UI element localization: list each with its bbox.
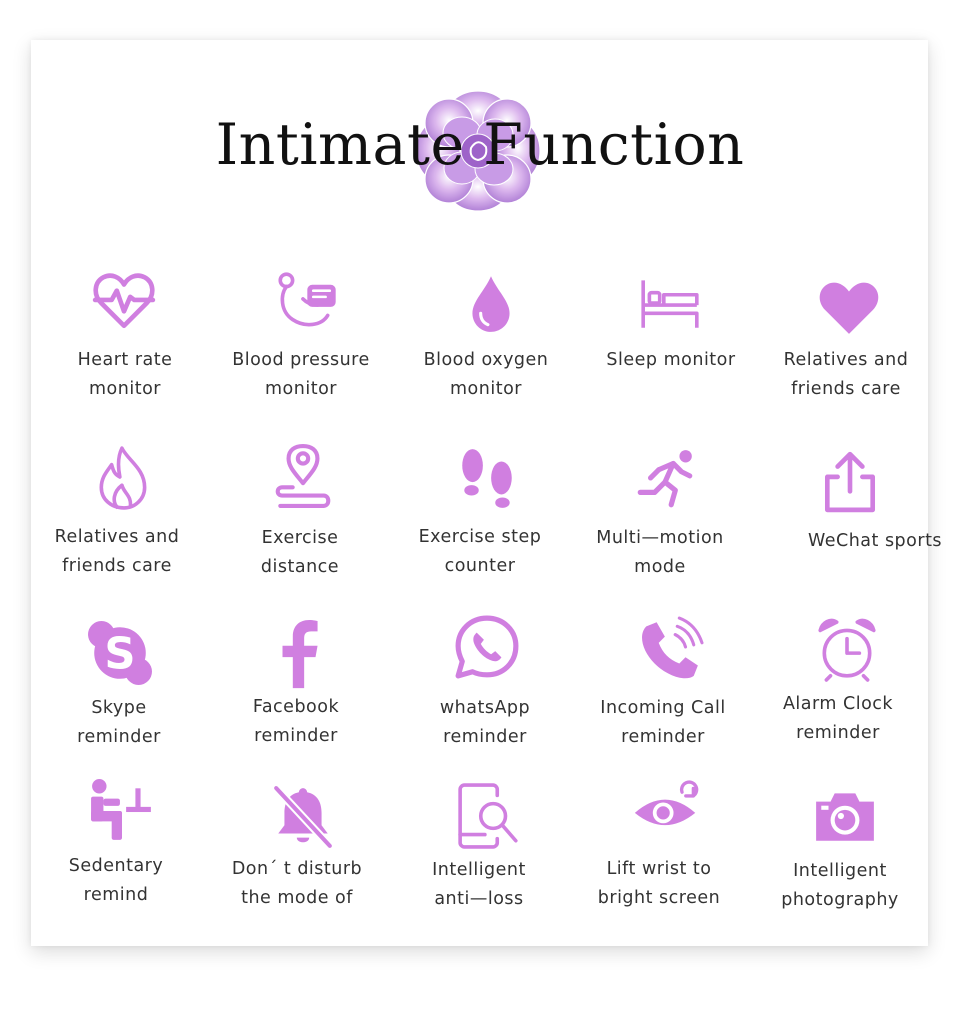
sedentary-icon <box>89 778 155 844</box>
label-exercise-step-counter: Exercise step counter <box>418 527 542 576</box>
location-pin-icon <box>270 444 336 510</box>
flame-icon <box>91 444 157 510</box>
camera-icon <box>812 783 878 849</box>
share-icon <box>817 448 883 514</box>
label-exercise-distance: Exercise distance <box>260 528 340 577</box>
eye-icon <box>633 778 699 844</box>
label-facebook-reminder: Facebook reminder <box>252 697 340 746</box>
label-sedentary-remind: Sedentary remind <box>68 856 164 905</box>
bed-icon <box>637 270 703 336</box>
phone-search-icon <box>456 783 522 849</box>
blood-drop-icon <box>458 270 524 336</box>
label-sleep-monitor: Sleep monitor <box>606 350 736 370</box>
label-blood-pressure-monitor: Blood pressure monitor <box>232 350 370 399</box>
facebook-icon <box>266 620 332 689</box>
svg-text:S: S <box>104 629 135 679</box>
alarm-clock-icon <box>814 616 880 682</box>
bell-off-icon <box>270 784 336 850</box>
label-dont-disturb-mode: Don´ t disturb the mode of <box>231 859 363 908</box>
footprints-icon <box>454 447 520 513</box>
label-multi-motion-mode: Multi—motion mode <box>596 528 724 577</box>
label-skype-reminder: Skype reminder <box>77 698 161 747</box>
whatsapp-icon <box>454 614 520 680</box>
heart-rate-icon <box>91 268 157 334</box>
phone-ringing-icon <box>636 616 704 682</box>
label-intelligent-photography: Intelligent photography <box>781 861 899 910</box>
skype-icon: S <box>87 620 153 686</box>
heart-icon <box>816 274 882 340</box>
label-relatives-friends-care-2: Relatives and friends care <box>54 527 180 576</box>
label-blood-oxygen-monitor: Blood oxygen monitor <box>423 350 549 399</box>
blood-pressure-icon <box>272 268 338 334</box>
label-alarm-clock-reminder: Alarm Clock reminder <box>782 694 894 743</box>
label-whatsapp-reminder: whatsApp reminder <box>439 698 531 747</box>
label-lift-wrist-bright-screen: Lift wrist to bright screen <box>597 859 721 908</box>
page-title: Intimate Function <box>215 112 745 178</box>
label-intelligent-anti-loss: Intelligent anti—loss <box>432 860 526 909</box>
runner-icon <box>632 447 698 513</box>
label-incoming-call-reminder: Incoming Call reminder <box>600 698 726 747</box>
label-relatives-friends-care: Relatives and friends care <box>783 350 909 399</box>
label-wechat-sports: WeChat sports <box>807 531 943 551</box>
purple-flower-decoration <box>415 90 541 212</box>
label-heart-rate-monitor: Heart rate monitor <box>77 350 173 399</box>
